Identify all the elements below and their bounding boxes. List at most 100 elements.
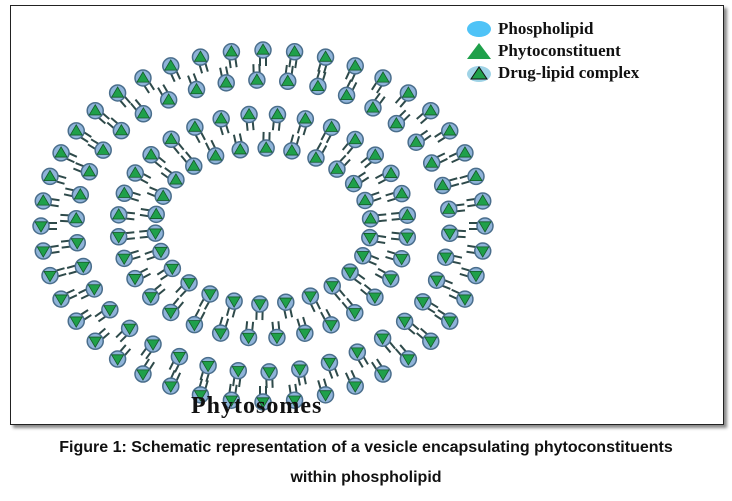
phospholipid-molecule <box>222 43 241 69</box>
phospholipid-molecule <box>385 184 411 203</box>
phospholipid-molecule <box>175 274 198 298</box>
legend-item-drug-lipid-complex: Drug-lipid complex <box>466 62 639 84</box>
phospholipid-molecule <box>440 200 466 218</box>
phospholipid-molecule <box>441 224 466 243</box>
phospholipid-molecule <box>109 206 136 224</box>
drug-lipid-complex-icon <box>467 66 491 82</box>
phospholipid-molecule <box>416 101 440 125</box>
phospholipid-molecule <box>185 308 206 334</box>
phospholipid-molecule <box>328 154 351 178</box>
phospholipid-molecule <box>191 378 210 404</box>
phospholipid-molecule <box>394 84 418 108</box>
phospholipid-molecule <box>469 217 494 235</box>
phospholipid-molecule <box>231 133 249 159</box>
phospholipid-molecule <box>414 293 439 314</box>
phospholipid-molecule <box>433 176 460 195</box>
phospholipid-molecule <box>157 84 178 109</box>
phospholipid-molecule <box>407 129 432 151</box>
phospholipid-molecule <box>268 105 287 131</box>
phytosome-diagram <box>32 41 494 411</box>
phospholipid-molecule <box>344 57 364 83</box>
phospholipid-molecule <box>126 267 152 288</box>
phospholipid-molecule <box>390 228 417 246</box>
phospholipid-molecule <box>301 287 321 313</box>
phospholipid-molecule <box>316 48 335 74</box>
legend-label: Phospholipid <box>498 19 594 38</box>
phospholipid-molecule <box>41 167 67 186</box>
phospholipid-molecule <box>239 321 258 347</box>
phospholipid-molecule <box>422 152 448 172</box>
phospholipid-molecule <box>86 327 110 351</box>
phospholipid-molecule <box>374 164 400 185</box>
phospholipid-molecule <box>257 131 275 157</box>
phospholipid-molecule <box>341 130 364 155</box>
phospholipid-molecule <box>341 263 366 285</box>
phospholipid-molecule <box>371 69 392 94</box>
phospholipid-molecule <box>162 130 185 155</box>
phospholipid-molecule <box>427 271 453 290</box>
phospholipid-molecule <box>240 105 258 131</box>
phospholipid-molecule <box>323 277 346 301</box>
phospholipid-molecule <box>186 118 206 144</box>
phospholipid-molecule <box>337 79 358 105</box>
phospholipid-molecule <box>126 164 152 185</box>
phospholipid-molecule <box>416 327 440 351</box>
phospholipid-molecule <box>285 383 304 409</box>
figure-caption: Figure 1: Schematic representation of a … <box>0 433 732 493</box>
phospholipid-molecule <box>191 48 210 74</box>
phospholipid-molecule <box>448 144 474 164</box>
phospholipid-molecule <box>373 329 396 354</box>
figure-frame: Phospholipid Phytoconstituent Drug-lipid… <box>10 5 724 425</box>
phospholipid-molecule <box>146 186 172 205</box>
phospholipid-molecule <box>364 92 386 117</box>
phospholipid-molecule <box>222 383 241 409</box>
phospholipid-molecule <box>144 242 170 261</box>
phospholipid-molecule <box>391 206 417 224</box>
legend-label: Phytoconstituent <box>498 41 621 60</box>
phospholipid-molecule <box>436 248 463 266</box>
phospholipid-molecule <box>361 210 387 228</box>
phospholipid-molecule <box>141 283 166 306</box>
phospholipid-molecule <box>67 122 92 143</box>
phospholipid-molecule <box>156 259 182 281</box>
phospholipid-molecule <box>361 228 387 247</box>
phospholipid-molecule <box>459 167 485 186</box>
phospholipid-molecule <box>86 101 110 125</box>
phospholipid-molecule <box>198 285 219 310</box>
phospholipid-molecule <box>448 288 474 308</box>
phospholipid-molecule <box>41 266 67 285</box>
phospholipid-molecule <box>134 69 155 94</box>
phospholipid-molecule <box>32 217 57 235</box>
phospholipid-molecule <box>316 378 335 404</box>
phospholipid-molecule <box>94 301 119 323</box>
phospholipid-molecule <box>108 84 132 108</box>
phospholipid-molecule <box>115 249 141 268</box>
phospholipid-molecule <box>260 363 278 389</box>
phospholipid-molecule <box>459 266 485 285</box>
phospholipid-molecule <box>434 309 459 330</box>
phospholipid-molecule <box>115 184 141 203</box>
phytoconstituent-triangle-icon <box>467 43 491 59</box>
phospholipid-molecule <box>134 358 155 383</box>
phospholipid-molecule <box>348 343 369 368</box>
phospholipid-molecule <box>187 73 206 99</box>
phospholipid-molecule <box>225 292 243 318</box>
phospholipid-molecule <box>162 369 182 395</box>
phospholipid-molecule <box>251 295 269 321</box>
phospholipid-molecule <box>360 146 385 169</box>
legend-item-phytoconstituent: Phytoconstituent <box>466 40 639 62</box>
phospholipid-molecule <box>360 283 384 306</box>
phospholipid-molecule <box>307 142 328 167</box>
phospholipid-circle-icon <box>467 21 491 37</box>
phospholipid-molecule <box>320 118 341 144</box>
diagram-title: Phytosomes <box>191 393 323 419</box>
phospholipid-molecule <box>162 297 185 322</box>
caption-line-2: within phospholipid <box>290 469 442 486</box>
phospholipid-molecule <box>268 321 286 347</box>
phospholipid-molecule <box>466 192 492 210</box>
phospholipid-molecule <box>344 369 364 395</box>
phospholipid-molecule <box>254 386 272 411</box>
phospholipid-molecule <box>162 57 182 83</box>
phospholipid-molecule <box>341 297 364 322</box>
phospholipid-molecule <box>394 344 418 368</box>
